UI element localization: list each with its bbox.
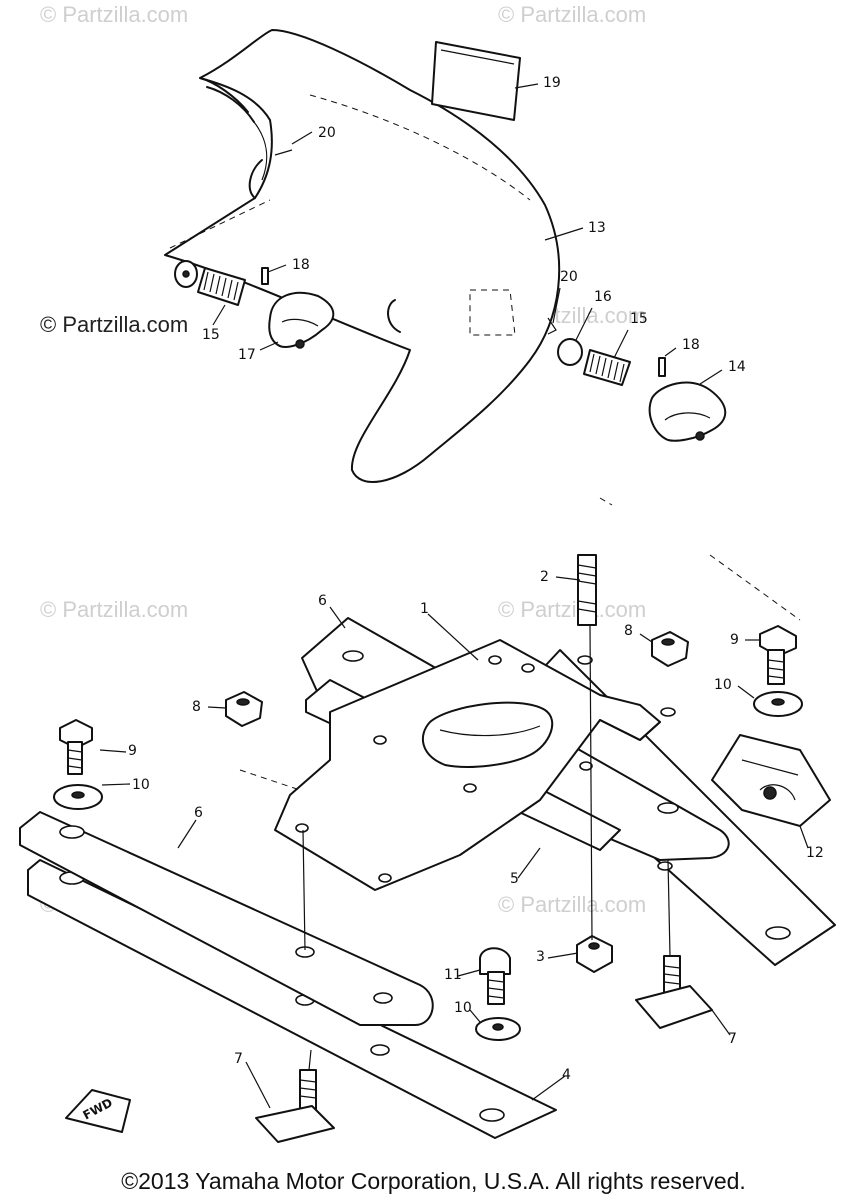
left-knob-assembly-drawing [174, 260, 335, 349]
watermark: © Partzilla.com [40, 2, 189, 27]
copyright-footer: ©2013 Yamaha Motor Corporation, U.S.A. A… [121, 1168, 746, 1194]
callout-2: 2 [540, 569, 549, 585]
callout-20: 20 [560, 269, 578, 285]
bolt-11-drawing [475, 947, 521, 1041]
callout-19: 19 [543, 75, 561, 91]
callout-16: 16 [594, 289, 612, 305]
callout-5: 5 [510, 871, 519, 887]
callout-9: 9 [730, 632, 739, 648]
right-knob-assembly-drawing [547, 317, 727, 442]
callout-10: 10 [454, 1000, 472, 1016]
nut-8-right-drawing [651, 631, 689, 667]
callout-15: 15 [630, 311, 648, 327]
center-lines-lower [239, 554, 801, 1071]
callout-7: 7 [234, 1051, 243, 1067]
nut-8-left-drawing [225, 691, 263, 727]
callout-1: 1 [420, 601, 429, 617]
callout-3: 3 [536, 949, 545, 965]
bracket-12-drawing [711, 734, 831, 827]
callout-10: 10 [132, 777, 150, 793]
watermark: © Partzilla.com [498, 597, 647, 622]
callout-10: 10 [714, 677, 732, 693]
watermark: © Partzilla.com [498, 892, 647, 917]
watermark: © Partzilla.com [498, 2, 647, 27]
callout-14: 14 [728, 359, 746, 375]
plates-lower-drawing [19, 811, 557, 1139]
bolt-9-right-drawing [753, 625, 803, 717]
callout-13: 13 [588, 220, 606, 236]
fwd-arrow-drawing [65, 1089, 131, 1133]
watermark: © Partzilla.com [40, 597, 189, 622]
callout-7: 7 [728, 1031, 737, 1047]
callout-15: 15 [202, 327, 220, 343]
callout-18: 18 [292, 257, 310, 273]
callout-6: 6 [194, 805, 203, 821]
nut-3-drawing [576, 935, 613, 973]
leader-lines-lower [99, 576, 809, 1109]
leader-lines-upper [212, 83, 723, 506]
watermark-dark: © Partzilla.com [40, 312, 189, 337]
callout-17: 17 [238, 347, 256, 363]
callout-4: 4 [562, 1067, 571, 1083]
bolt-9-left-drawing [53, 719, 103, 810]
stud-7-left-drawing [255, 1069, 335, 1143]
callout-11: 11 [444, 967, 462, 983]
callout-12: 12 [806, 845, 824, 861]
callout-8: 8 [192, 699, 201, 715]
callout-9: 9 [128, 743, 137, 759]
callout-20: 20 [318, 125, 336, 141]
label-plate-19-drawing [431, 41, 521, 121]
stud-7-right-drawing [635, 955, 713, 1029]
callout-18: 18 [682, 337, 700, 353]
stud-2-drawing [577, 554, 597, 626]
bracket-1-drawing [274, 639, 661, 891]
callout-6: 6 [318, 593, 327, 609]
cover-13-drawing [164, 29, 561, 483]
callout-8: 8 [624, 623, 633, 639]
